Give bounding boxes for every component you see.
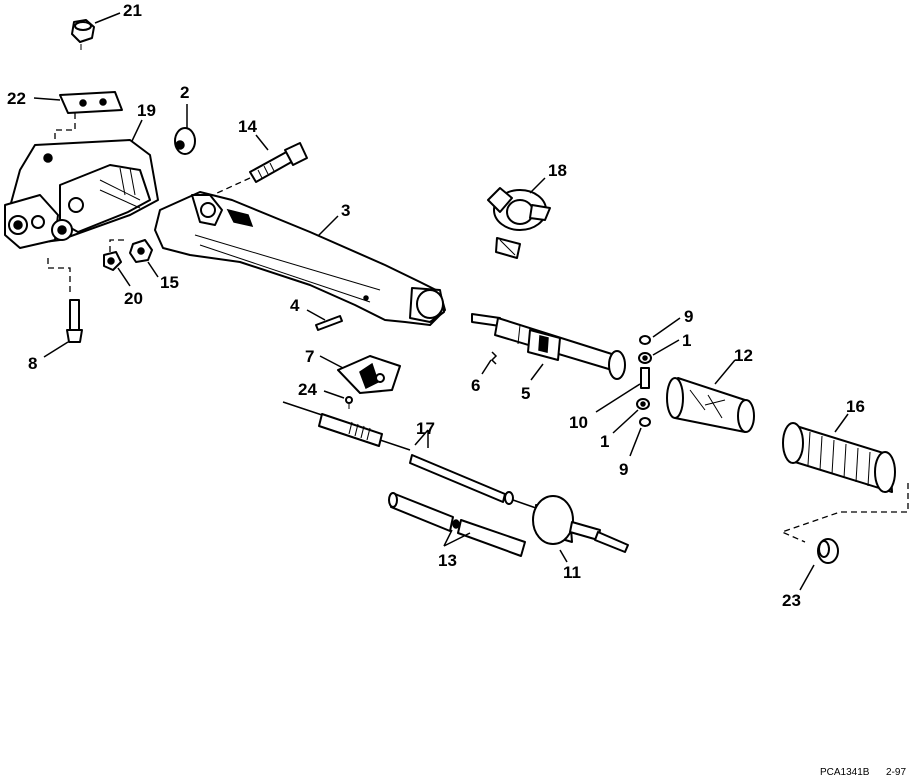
alignment-dash-14	[214, 177, 251, 195]
leader-11	[559, 549, 568, 563]
callout-20: 20	[124, 289, 143, 308]
part-7-block	[337, 355, 401, 394]
callout-11: 11	[563, 563, 581, 582]
leader-22	[33, 97, 61, 101]
leader-8	[43, 341, 69, 358]
part-18-clamp	[487, 187, 551, 259]
callout-8: 8	[28, 354, 37, 373]
part-21-nut	[71, 19, 95, 50]
part-10-pin	[640, 367, 650, 389]
callout-19: 19	[137, 101, 156, 120]
part-15-nut	[129, 239, 153, 263]
callout-5: 5	[521, 384, 530, 403]
leader-10	[595, 383, 641, 413]
part-24-screw	[345, 396, 353, 409]
callout-4: 4	[290, 296, 300, 315]
leader-9-bottom	[629, 427, 642, 457]
part-16-handle-grip	[782, 422, 896, 493]
callout-17: 17	[416, 419, 435, 438]
callout-23: 23	[782, 591, 801, 610]
part-17-cable	[282, 401, 537, 509]
leader-18	[529, 177, 546, 194]
figure-code: PCA1341B	[820, 767, 870, 778]
figure-date: 2-97	[886, 767, 906, 778]
callout-9-top: 9	[684, 307, 693, 326]
leader-15	[147, 261, 159, 278]
part-12-grip-housing	[666, 377, 755, 433]
callout-15: 15	[160, 273, 179, 292]
leader-7	[319, 355, 344, 369]
callout-2: 2	[180, 83, 189, 102]
leader-9-top	[652, 317, 681, 338]
leader-5	[530, 363, 544, 381]
part-11-throttle-cam	[532, 495, 629, 553]
alignment-dash-8	[47, 258, 71, 295]
part-9-bottom	[639, 417, 651, 427]
leader-16	[834, 413, 849, 433]
part-14-bolt	[249, 142, 308, 183]
part-13-sleeves	[388, 492, 526, 557]
leader-6	[481, 359, 492, 375]
part-2-washer	[174, 127, 196, 155]
callout-13: 13	[438, 551, 457, 570]
part-1-top	[638, 352, 652, 364]
part-4-pin	[315, 315, 343, 331]
leader-17a	[414, 429, 429, 446]
callout-10: 10	[569, 413, 588, 432]
callout-12: 12	[734, 346, 753, 365]
part-8-bolt	[66, 299, 83, 343]
leader-21	[94, 12, 121, 24]
callout-16: 16	[846, 397, 865, 416]
part-9-top	[639, 335, 651, 345]
callout-9-bottom: 9	[619, 460, 628, 479]
alignment-dash-20	[109, 239, 128, 252]
leader-3	[317, 215, 339, 237]
callout-1-top: 1	[682, 331, 691, 350]
callout-18: 18	[548, 161, 567, 180]
leader-13b	[443, 532, 471, 547]
part-1-bottom	[636, 398, 650, 410]
leader-13a	[443, 529, 453, 547]
leader-23	[799, 564, 815, 591]
callout-14: 14	[238, 117, 257, 136]
part-19-bracket	[4, 139, 159, 249]
callout-7: 7	[305, 347, 314, 366]
leader-14	[255, 134, 269, 151]
leader-20	[117, 267, 131, 287]
callout-22: 22	[7, 89, 26, 108]
callout-1-bottom: 1	[600, 432, 609, 451]
leader-12	[714, 359, 736, 385]
leader-1-top	[652, 339, 680, 356]
part-5-shaft	[471, 313, 626, 380]
leader-24	[323, 390, 345, 399]
callout-24: 24	[298, 380, 317, 399]
part-6-spring	[490, 351, 498, 365]
callout-21: 21	[123, 1, 142, 20]
part-20-nut	[103, 251, 122, 271]
callout-3: 3	[341, 201, 350, 220]
callout-6: 6	[471, 376, 480, 395]
part-22-plate	[59, 91, 123, 114]
part-23-cap	[817, 538, 839, 564]
part-3-steering-arm	[154, 191, 446, 326]
leader-1-bottom	[612, 409, 639, 434]
leader-4	[306, 309, 326, 321]
leader-19	[131, 119, 143, 142]
